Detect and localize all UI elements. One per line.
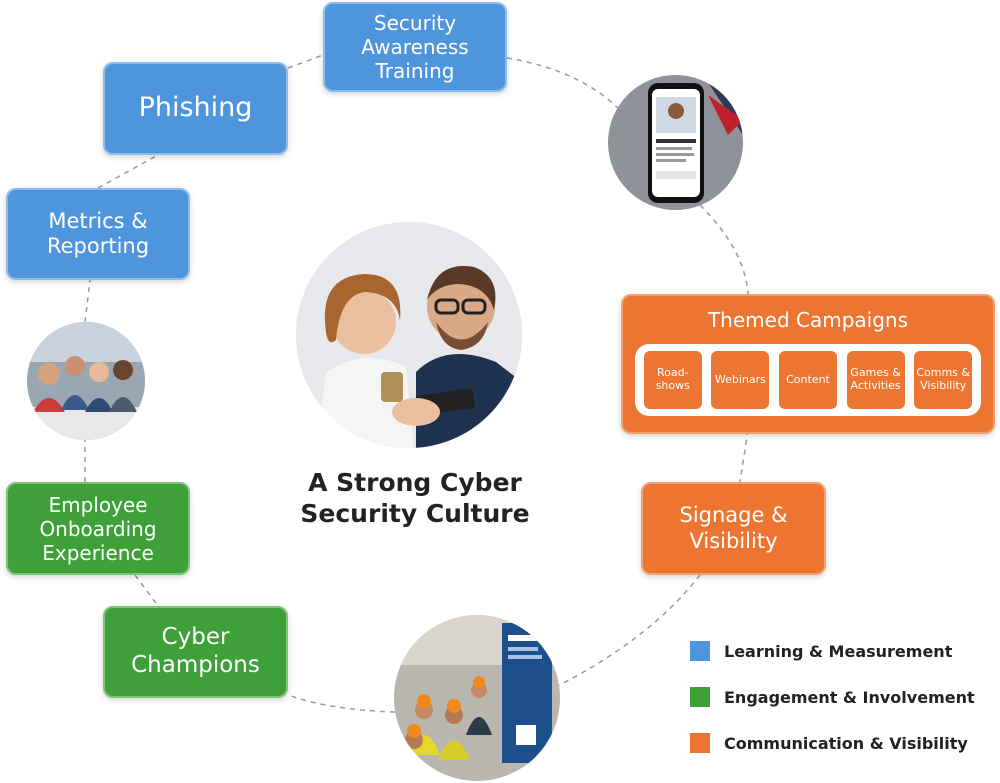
item-content: Content	[778, 351, 837, 409]
legend-label-engagement: Engagement & Involvement	[724, 687, 975, 707]
legend-label-communication: Communication & Visibility	[724, 733, 968, 753]
security-awareness-training-box: Security Awareness Training	[323, 2, 507, 92]
legend-item-communication: Communication & Visibility	[690, 731, 990, 755]
employee-onboarding-box: Employee Onboarding Experience	[6, 482, 190, 575]
phone-app-photo	[608, 75, 743, 210]
connector-training-phone	[506, 57, 621, 111]
center-people-photo	[296, 222, 522, 448]
legend-item-engagement: Engagement & Involvement	[690, 685, 990, 709]
connector-phone-themed	[699, 204, 749, 295]
connector-workers-champions	[287, 694, 396, 713]
item-comms-visibility: Comms & Visibility	[914, 351, 973, 409]
phishing-box: Phishing	[103, 62, 288, 155]
legend-swatch-green	[690, 687, 710, 707]
connector-champions-onboarding	[134, 574, 159, 607]
metrics-reporting-box: Metrics & Reporting	[6, 188, 190, 280]
signage-visibility-box: Signage & Visibility	[641, 482, 826, 575]
team-meeting-photo	[27, 322, 145, 440]
item-roadshows: Road- shows	[643, 351, 702, 409]
workers-signage-photo	[394, 615, 560, 781]
connector-signage-workers	[549, 574, 701, 691]
legend-item-learning: Learning & Measurement	[690, 639, 990, 663]
cyber-champions-box: Cyber Champions	[103, 606, 288, 698]
themed-campaigns-box: Themed Campaigns Road- shows Webinars Co…	[621, 294, 995, 434]
legend-swatch-orange	[690, 733, 710, 753]
connector-meeting-metrics	[84, 279, 91, 323]
connector-metrics-phishing	[97, 154, 159, 189]
themed-campaigns-items: Road- shows Webinars Content Games & Act…	[635, 344, 981, 416]
item-webinars: Webinars	[711, 351, 770, 409]
legend-label-learning: Learning & Measurement	[724, 641, 953, 661]
connector-themed-signage	[739, 429, 749, 483]
center-title: A Strong Cyber Security Culture	[300, 468, 530, 528]
item-games-activities: Games & Activities	[846, 351, 905, 409]
legend-swatch-blue	[690, 641, 710, 661]
themed-campaigns-title: Themed Campaigns	[707, 308, 909, 332]
connector-phishing-training	[287, 54, 324, 69]
